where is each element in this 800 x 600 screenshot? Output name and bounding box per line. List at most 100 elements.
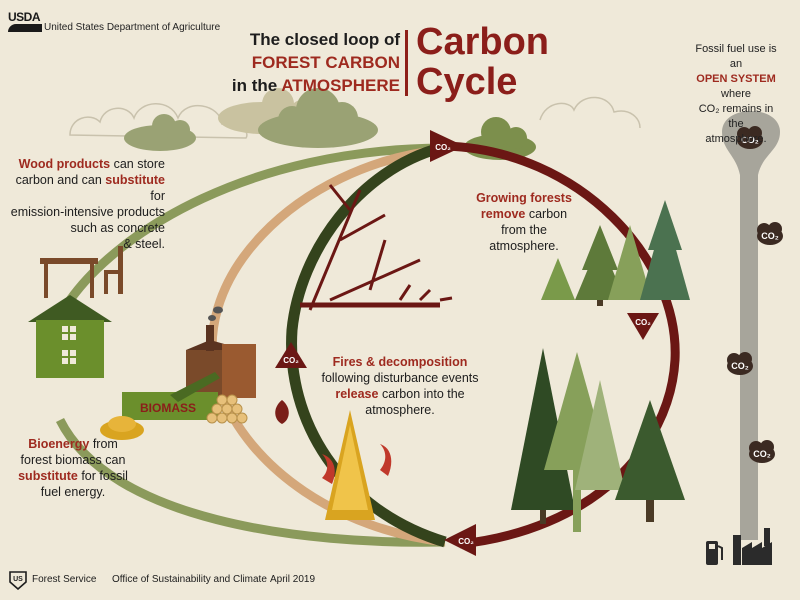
fires-release-red: release	[335, 387, 379, 401]
wood-products-arc	[66, 143, 441, 303]
title-block: The closed loop of FOREST CARBON in the …	[230, 28, 400, 97]
fossil-where: where	[721, 88, 751, 100]
tree-icon	[615, 400, 685, 522]
svg-text:US: US	[13, 576, 23, 583]
wood-line: carbon and can substitute for	[10, 172, 165, 204]
bioenergy-red: Bioenergy	[28, 437, 90, 451]
fossil-text-line: CO₂ remains in the	[698, 103, 774, 130]
co2-cloud-icon: CO₂	[749, 440, 775, 463]
fossil-text-line: atmosphere.	[705, 133, 767, 145]
forest-service-badge-icon: US	[9, 571, 27, 590]
gas-pump-icon	[706, 541, 723, 565]
wood-t3: for	[150, 189, 165, 203]
tree-icon	[541, 258, 575, 300]
factory-icon	[733, 528, 772, 565]
forest-green-arc	[286, 142, 447, 548]
title-line3-prefix: in the	[231, 76, 278, 95]
growing-remove-red: remove	[480, 207, 526, 221]
svg-text:CO₂: CO₂	[435, 143, 451, 152]
wood-t2: carbon and can	[15, 173, 102, 187]
svg-text:CO₂: CO₂	[741, 135, 759, 145]
grow-line: from the	[501, 223, 547, 237]
cloud-icon	[124, 114, 196, 151]
tree-icon	[608, 225, 652, 300]
fire-line: atmosphere.	[365, 403, 435, 417]
svg-text:CO₂: CO₂	[458, 537, 474, 546]
footer-date: April 2019	[270, 574, 316, 585]
log-pile-icon	[206, 394, 248, 424]
usda-logo-swoosh	[8, 24, 42, 32]
growing-red: Growing forests	[476, 191, 572, 205]
biomass-label: BIOMASS	[140, 401, 197, 415]
bio-line: Bioenergy from	[18, 436, 128, 452]
co2-cloud-icon: CO₂	[737, 126, 763, 149]
wood-products-red: Wood products	[18, 157, 111, 171]
main-title-line2: Cycle	[416, 61, 518, 103]
wood-products-text: Wood products can store carbon and can s…	[10, 156, 165, 252]
bioenergy-text: Bioenergy from forest biomass can substi…	[18, 436, 128, 500]
bioenergy-arc	[55, 417, 446, 547]
table-icon	[40, 258, 98, 298]
wood-line: & steel.	[123, 237, 165, 251]
wood-substitute-red: substitute	[105, 173, 165, 187]
co2-arrow-icon: CO₂	[430, 130, 464, 162]
dead-tree-icon	[300, 184, 453, 311]
fossil-text-line: Fossil fuel use is an	[695, 43, 777, 70]
small-fire-icon	[275, 400, 289, 424]
growth-red-arc	[444, 141, 680, 549]
title-line3: in the ATMOSPHERE	[230, 74, 400, 97]
grow-line: remove carbon	[472, 206, 576, 222]
bio-t1: from	[92, 437, 118, 451]
footer-office: Office of Sustainability and Climate	[112, 574, 267, 585]
title-line1: The closed loop of	[249, 30, 400, 49]
footer-service: Forest Service	[32, 574, 97, 585]
co2-cloud-icon: CO₂	[727, 352, 753, 375]
bio-line: fuel energy.	[40, 485, 106, 499]
bio-t3: for fossil	[81, 469, 128, 483]
svg-text:CO₂: CO₂	[635, 318, 651, 327]
usda-logo: USDA	[8, 10, 42, 32]
fire-line: release carbon into the	[320, 386, 480, 402]
wood-line: such as concrete	[70, 221, 166, 235]
tree-icon	[640, 200, 690, 300]
usda-logo-text: USDA	[8, 10, 41, 24]
bio-substitute-red: substitute	[18, 469, 78, 483]
co2-arrow-icon: CO₂	[444, 524, 476, 556]
svg-text:CO₂: CO₂	[283, 356, 299, 365]
bio-line: substitute for fossil	[18, 468, 128, 484]
co2-arrow-icon: CO₂	[275, 342, 307, 368]
fossil-open-system: OPEN SYSTEM	[696, 73, 776, 85]
chair-icon	[104, 246, 123, 294]
wood-chip-pile-icon	[100, 416, 144, 440]
fossil-text-line: OPEN SYSTEM where	[690, 72, 782, 102]
title-divider	[405, 30, 408, 96]
wood-line: Wood products can store	[10, 156, 165, 172]
grow-line: atmosphere.	[489, 239, 559, 253]
grow-t1: carbon	[528, 207, 568, 221]
house-icon	[28, 295, 112, 378]
fire-line: following disturbance events	[321, 371, 479, 385]
main-title-line1: Carbon	[416, 21, 549, 63]
growing-forests-text: Growing forests remove carbon from the a…	[472, 190, 576, 254]
svg-text:CO₂: CO₂	[753, 449, 771, 459]
main-title: Carbon Cycle	[416, 22, 549, 102]
cloud-icon	[258, 88, 378, 148]
fires-red: Fires & decomposition	[332, 355, 468, 369]
title-line2: FOREST CARBON	[251, 53, 400, 72]
fossil-fuel-text: Fossil fuel use is an OPEN SYSTEM where …	[690, 42, 782, 147]
title-line3-red: ATMOSPHERE	[281, 76, 400, 95]
wood-line: emission-intensive products	[10, 205, 165, 219]
fossil-smoke-tower	[722, 111, 780, 540]
svg-text:CO₂: CO₂	[731, 361, 749, 371]
wood-t1: can store	[113, 157, 165, 171]
svg-text:CO₂: CO₂	[761, 231, 779, 241]
co2-cloud-icon: CO₂	[757, 222, 783, 245]
agency-name: United States Department of Agriculture	[44, 22, 221, 33]
fire-icon	[322, 410, 392, 520]
co2-arrow-icon: CO₂	[627, 313, 659, 340]
fires-text: Fires & decomposition following disturba…	[320, 354, 480, 418]
fire-t2: carbon into the	[381, 387, 465, 401]
bioenergy-plant-icon	[122, 306, 256, 420]
fossil-co2-clouds: CO₂ CO₂ CO₂ CO₂	[727, 126, 783, 463]
